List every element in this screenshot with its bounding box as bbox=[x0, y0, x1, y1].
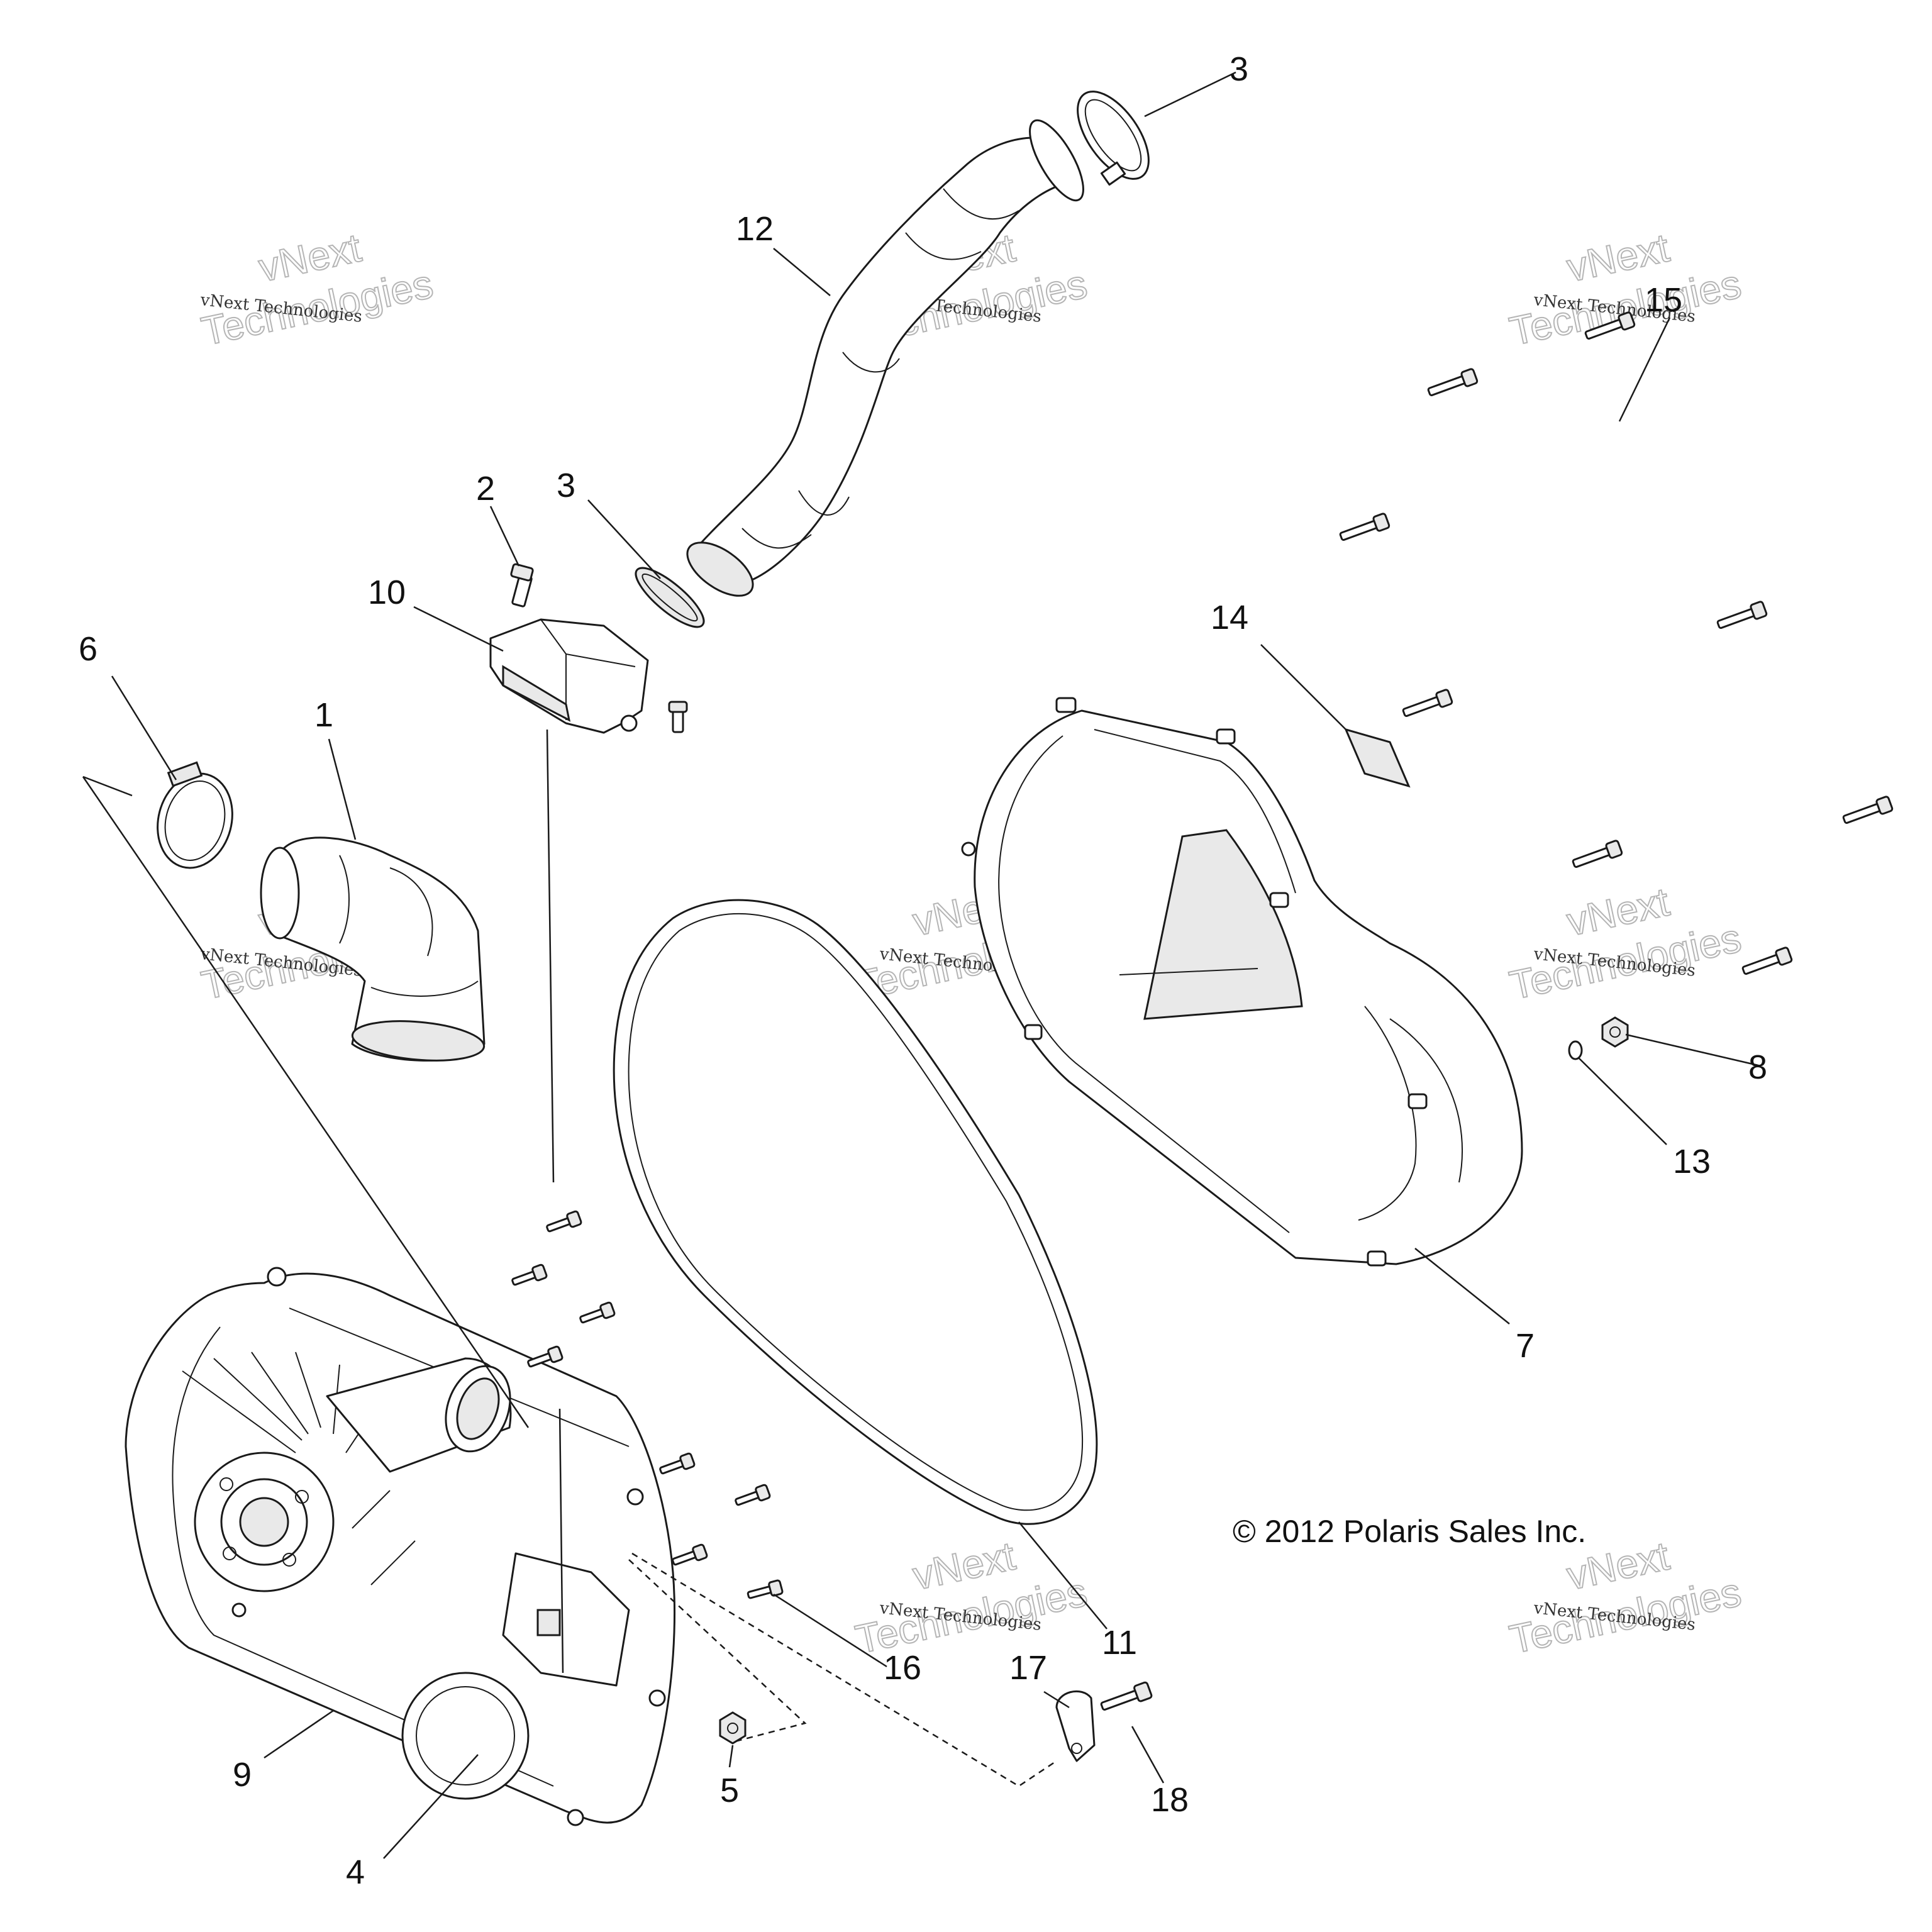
leader-7 bbox=[1414, 1248, 1510, 1324]
part-16-bolts[interactable] bbox=[511, 1210, 784, 1602]
bolt-16e bbox=[659, 1452, 696, 1475]
part-1-elbow-duct[interactable] bbox=[260, 836, 486, 1065]
leader-3-lower bbox=[587, 499, 661, 579]
callout-17: 17 bbox=[1009, 1649, 1047, 1687]
callout-3-lower: 3 bbox=[557, 467, 575, 504]
callout-13: 13 bbox=[1673, 1143, 1711, 1180]
bolt-16c bbox=[579, 1301, 616, 1324]
callout-3-upper: 3 bbox=[1230, 50, 1248, 88]
leader-5 bbox=[728, 1745, 734, 1768]
part-14-label[interactable] bbox=[1344, 728, 1411, 788]
callout-9: 9 bbox=[233, 1756, 252, 1794]
part-6-clamp[interactable] bbox=[147, 761, 242, 876]
callout-11: 11 bbox=[1102, 1624, 1137, 1662]
part-9-outer-clutch-cover[interactable] bbox=[125, 1267, 676, 1826]
leader-9 bbox=[264, 1709, 334, 1759]
leader-16 bbox=[773, 1593, 887, 1668]
leader-10 bbox=[413, 606, 504, 652]
callout-12: 12 bbox=[736, 210, 774, 248]
bolt-16h bbox=[747, 1579, 784, 1599]
callout-4: 4 bbox=[346, 1853, 365, 1891]
part-8-nut[interactable] bbox=[1601, 1016, 1629, 1048]
leader-13 bbox=[1578, 1057, 1667, 1145]
bolt-16g bbox=[672, 1543, 708, 1566]
callout-18: 18 bbox=[1151, 1781, 1189, 1819]
callout-15: 15 bbox=[1645, 281, 1682, 319]
bolt-16f bbox=[735, 1484, 771, 1506]
part-15-bolts[interactable] bbox=[1338, 311, 1894, 978]
leader-6 bbox=[111, 675, 177, 780]
bolt-15e bbox=[1402, 689, 1453, 717]
callouts: 3 12 15 2 3 10 14 6 1 8 13 7 11 16 17 18… bbox=[79, 50, 1767, 1891]
leader-14 bbox=[1260, 644, 1346, 730]
part-17-clip[interactable] bbox=[1055, 1690, 1096, 1762]
part-3-clamp-upper[interactable] bbox=[1063, 80, 1162, 191]
bolt-16a bbox=[546, 1210, 582, 1233]
callout-2: 2 bbox=[476, 470, 495, 508]
bolt-15h bbox=[1741, 947, 1793, 975]
bolt-15b bbox=[1584, 311, 1636, 340]
part-7-inner-clutch-cover[interactable] bbox=[961, 697, 1523, 1267]
leader-12 bbox=[773, 248, 831, 296]
leader-lines bbox=[82, 71, 1762, 1859]
assembly-line-10 bbox=[546, 729, 555, 1183]
leader-17 bbox=[1043, 1690, 1070, 1709]
watermark-3: vNext Technologies bbox=[1505, 224, 1745, 355]
part-11-drive-belt[interactable] bbox=[613, 899, 1098, 1525]
callout-8: 8 bbox=[1748, 1048, 1767, 1086]
bolt-15f bbox=[1842, 796, 1894, 824]
leader-18 bbox=[1131, 1726, 1165, 1784]
watermark-1: vNext Technologies bbox=[197, 224, 437, 355]
assembly-dashed-17 bbox=[631, 1552, 1057, 1787]
part-3-clamp-lower[interactable] bbox=[628, 559, 711, 635]
part-13-washer[interactable] bbox=[1568, 1040, 1583, 1060]
assembly-line-6-long bbox=[82, 776, 530, 1428]
bolt-15d bbox=[1716, 601, 1768, 629]
watermark-8: vNext Technologies bbox=[851, 1532, 1091, 1663]
callout-14: 14 bbox=[1211, 599, 1248, 636]
leader-3-upper bbox=[1144, 71, 1236, 118]
watermark-6: vNext Technologies bbox=[1505, 878, 1745, 1009]
part-10-duct-adapter[interactable] bbox=[489, 618, 649, 734]
assembly-dashed-5 bbox=[628, 1559, 807, 1743]
bolt-15c bbox=[1339, 513, 1391, 541]
callout-6: 6 bbox=[79, 630, 97, 668]
callout-7: 7 bbox=[1516, 1327, 1535, 1365]
part-5-nut[interactable] bbox=[719, 1711, 747, 1745]
leader-2 bbox=[489, 506, 520, 567]
part-12-intake-duct[interactable] bbox=[679, 113, 1094, 606]
callout-16: 16 bbox=[884, 1649, 921, 1687]
callout-5: 5 bbox=[720, 1772, 739, 1809]
leader-15 bbox=[1618, 317, 1671, 422]
part-18-bolt[interactable] bbox=[1099, 1681, 1153, 1714]
assembly-line-box bbox=[558, 1408, 564, 1674]
part-2-bolt[interactable] bbox=[510, 563, 534, 608]
leader-8 bbox=[1625, 1033, 1762, 1067]
leader-11 bbox=[1018, 1521, 1108, 1629]
copyright-notice: © 2012 Polaris Sales Inc. bbox=[1233, 1514, 1586, 1549]
leader-1 bbox=[328, 738, 357, 840]
callout-1: 1 bbox=[314, 696, 333, 734]
assembly-line-6-short bbox=[82, 775, 133, 797]
part-2-bolt-lower[interactable] bbox=[668, 701, 688, 733]
bolt-16b bbox=[511, 1263, 548, 1286]
callout-10: 10 bbox=[368, 574, 406, 611]
bolt-15a bbox=[1427, 368, 1479, 396]
bolt-15g bbox=[1572, 840, 1623, 868]
bolt-16d bbox=[527, 1345, 564, 1368]
leader-4 bbox=[383, 1754, 479, 1859]
